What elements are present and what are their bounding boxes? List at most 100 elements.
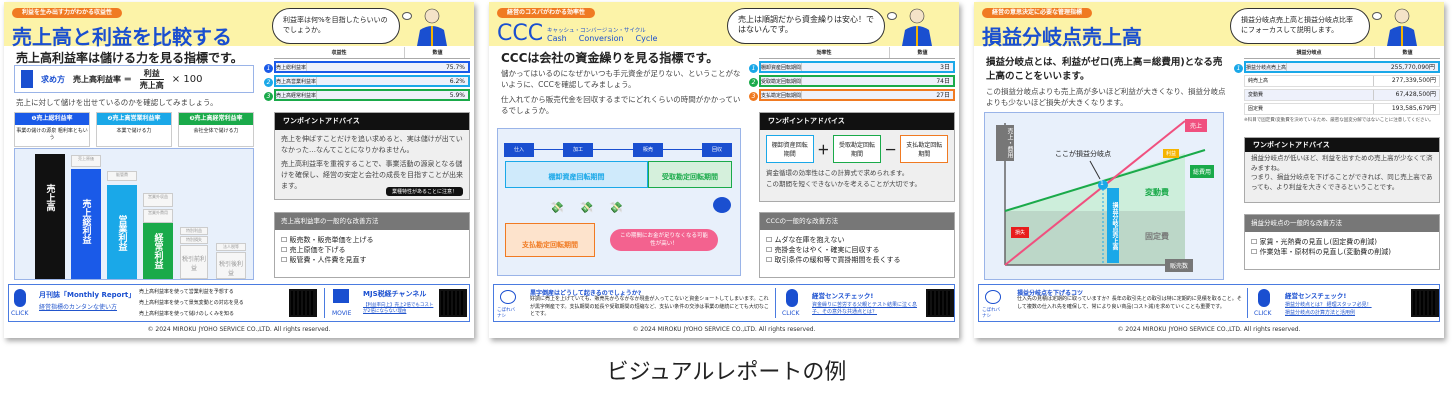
- profit-label: 利益: [1163, 149, 1180, 158]
- speech-bubble: 損益分岐点売上高と損益分岐点比率にフォーカスして説明します。: [1230, 8, 1370, 44]
- checklist-item[interactable]: ムダな在庫を抱えない: [766, 235, 948, 245]
- tip-title: 黒字倒産はどうして起きるのでしょうか?: [530, 290, 642, 297]
- flow-step: 加工: [563, 143, 593, 157]
- checklist-item[interactable]: 取引条件の緩和等で買掛期間を長くする: [766, 255, 948, 265]
- bep-callout: ここが損益分岐点: [1055, 150, 1111, 158]
- block-nonop-expense: 営業外費用: [143, 209, 173, 223]
- block-nonop-income: 営業外収益: [143, 193, 173, 207]
- tip-label: こぼれバナシ: [982, 308, 1000, 319]
- footer-links: こぼれバナシ 黒字倒産はどうして起きるのでしょうか? 好調に売上を上げていても、…: [493, 284, 955, 322]
- report-break-even: 経営の意思決定に必要な管理指標 損益分岐点売上高 損益分岐点売上高と損益分岐点比…: [974, 2, 1444, 338]
- period-receivable: 受取勘定回転期間: [648, 161, 732, 188]
- magazine-items: 売上高利益率を使って営業利益を予想する売上高利益率を使って景気変動との対応を見る…: [139, 289, 244, 317]
- kind-gross-margin: ❶売上総利益率事業の儲けの源泉 粗利率ともいう: [14, 112, 90, 147]
- channel-link[interactable]: 【利益率向上】売上2倍でもコストが2倍にならない理由: [363, 303, 434, 314]
- report-ccc: 経営のコスパがわかる効率性 CCC キャッシュ・コンバージョン・サイクル Cas…: [489, 2, 959, 338]
- flow-step: 回収: [702, 143, 732, 157]
- check-link[interactable]: 損益分岐点の計算方法と活用例: [1285, 310, 1356, 316]
- advisor-character-icon: [1387, 8, 1417, 46]
- check-link[interactable]: 損益分岐点とは？ 経理スタッフ必見！: [1285, 302, 1372, 308]
- qr-code[interactable]: [289, 289, 317, 317]
- block-tax: 法人税等: [216, 243, 246, 251]
- check-link[interactable]: 資金繰りに苦労する父親とテスト結果に泣く息子、その意外な共通点とは？: [812, 302, 918, 315]
- bar-operating-profit: 営業利益: [107, 185, 137, 279]
- total-cost-label: 総費用: [1190, 165, 1215, 178]
- improvement-title: 損益分岐点の一般的な改善方法: [1245, 215, 1439, 232]
- subtitle: 売上高利益率は儲ける力を見る指標です。: [16, 51, 243, 65]
- calculator-icon: [21, 70, 33, 88]
- checklist-item[interactable]: 作業効率・原材料の見直し(変動費の削減): [1251, 247, 1433, 257]
- copyright: © 2024 MIROKU JYOHO SERVICE CO.,LTD. All…: [1117, 326, 1301, 333]
- block-cogs: 売上原価: [71, 155, 101, 167]
- tip-label: こぼれバナシ: [497, 308, 515, 319]
- formula-denominator: 売上高: [139, 80, 164, 90]
- formula-lhs: 売上高利益率 ＝: [73, 74, 132, 84]
- intro-note: 仕入れてから販売代金を回収するまでにどれくらいの時間がかかっているでしょうか。: [501, 95, 741, 115]
- advice-box: ワンポイントアドバイス 棚卸資産回転期間＋ 受取勘定回転期間－ 支払勘定回転期間…: [759, 112, 955, 202]
- profit-structure-diagram: 売上高 売上原価 売上総利益 販管費 営業利益 営業外収益 営業外費用 経常利益…: [14, 148, 254, 280]
- bep-sales-label: 損益分岐点売上高: [1107, 188, 1119, 263]
- checklist-item[interactable]: 家賃・光熱費の見直し(固定費の削減): [1251, 237, 1433, 247]
- magazine-link[interactable]: 経営指標のカンタンな使い方: [39, 304, 118, 311]
- footer-links: CLICK 月刊誌「Monthly Report」 経営指標のカンタンな使い方 …: [8, 284, 470, 322]
- advice-box: ワンポイントアドバイス 売上を伸ばすことだけを追い求めると、実は儲けが出ていなか…: [274, 112, 470, 200]
- variable-cost-label: 変動費: [1145, 188, 1169, 197]
- checklist-item[interactable]: 売上原価を下げる: [281, 245, 463, 255]
- advice-title: ワンポイントアドバイス: [760, 113, 954, 130]
- bar-ordinary-profit: 経常利益: [143, 223, 173, 279]
- ccc-formula: 棚卸資産回転期間＋ 受取勘定回転期間－ 支払勘定回転期間: [760, 130, 954, 168]
- check-title: 経営センスチェック!: [1285, 292, 1347, 300]
- bar-pretax-profit: 税引前利益: [180, 245, 208, 279]
- formula-label: 求め方: [41, 74, 65, 84]
- sales-label: 売上: [1185, 119, 1208, 132]
- block-special-gain: 特別利益: [180, 227, 208, 235]
- break-even-chart: 1 売上・費用 販売数 ここが損益分岐点 売上 利益 総費用 損失 損益分岐点売…: [984, 112, 1224, 280]
- advisor-character-icon: [902, 8, 932, 46]
- report-title: 売上高と利益を比較する: [12, 25, 232, 49]
- cash-gap-note: この期間にお金が足りなくなる可能性が高い！: [610, 229, 718, 251]
- copyright: © 2024 MIROKU JYOHO SERVICE CO.,LTD. All…: [632, 326, 816, 333]
- advice-box: ワンポイントアドバイス 損益分岐点が低いほど、利益を出すための売上高が少なくて済…: [1244, 137, 1440, 203]
- click-label: CLICK: [782, 310, 800, 317]
- category-pill: 経営の意思決定に必要な管理指標: [982, 8, 1093, 18]
- kind-operating-margin: ❷売上高営業利益率本業で儲ける力: [96, 112, 172, 147]
- mouse-icon: [1258, 289, 1270, 307]
- mouse-icon: [786, 289, 798, 307]
- piggy-bank-icon: [713, 197, 731, 213]
- improvement-title: CCCの一般的な改善方法: [760, 213, 954, 230]
- formula-box: 求め方 売上高利益率 ＝ 利益売上高 × 100: [14, 65, 254, 93]
- block-sga: 販管費: [107, 171, 137, 181]
- bep-marker: [1098, 180, 1108, 190]
- checklist-item[interactable]: 販管費・人件費を見直す: [281, 255, 463, 265]
- category-pill: 利益を生み出す力がわかる収益性: [12, 8, 123, 18]
- subtitle: CCCは会社の資金繰りを見る指標です。: [501, 51, 719, 65]
- advice-title: ワンポイントアドバイス: [1245, 138, 1439, 152]
- bep-marker-label: 1: [1100, 180, 1104, 187]
- checklist-item[interactable]: 販売数・販売単価を上げる: [281, 235, 463, 245]
- improvement-box: CCCの一般的な改善方法 ムダな在庫を抱えない売掛金をはやく・確実に回収する取引…: [759, 212, 955, 278]
- bep-pointer: [1089, 160, 1101, 180]
- fixed-cost-area: [1005, 211, 1185, 265]
- copyright: © 2024 MIROKU JYOHO SERVICE CO.,LTD. All…: [147, 326, 331, 333]
- checklist-item[interactable]: 売掛金をはやく・確実に回収する: [766, 245, 948, 255]
- qr-code[interactable]: [1411, 289, 1439, 317]
- movie-icon: [333, 289, 349, 303]
- y-axis-label: 売上・費用: [996, 125, 1014, 161]
- tip-title: 損益分岐点を下げるコツ: [1017, 290, 1084, 297]
- kind-ordinary-margin: ❸売上高経常利益率会社全体で儲ける力: [178, 112, 254, 147]
- qr-code[interactable]: [439, 289, 467, 317]
- mouse-icon: [14, 289, 26, 307]
- intro-note: この損益分岐点よりも売上高が多いほど利益が大きくなり、損益分岐点よりも少ないほど…: [986, 87, 1226, 107]
- flow-step: 販売: [633, 143, 663, 157]
- x-axis-label: 販売数: [1165, 259, 1194, 272]
- qr-code[interactable]: [926, 289, 954, 317]
